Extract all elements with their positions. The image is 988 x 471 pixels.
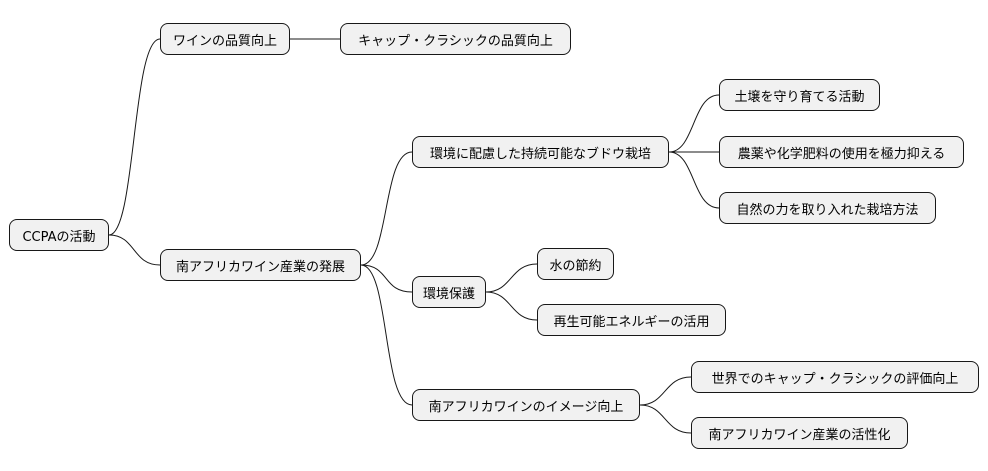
sub-image-improvement: 南アフリカワインのイメージ向上 [412, 389, 640, 421]
sub-sustainable-grapes-label: 環境に配慮した持続可能なブドウ栽培 [429, 146, 651, 162]
link-environment-to-energy [485, 291, 538, 321]
branch-industry-development: 南アフリカワイン産業の発展 [160, 249, 361, 281]
leaf-water-saving: 水の節約 [537, 248, 614, 280]
leaf-renewable-energy: 再生可能エネルギーの活用 [537, 304, 726, 336]
sub-sustainable-grapes: 環境に配慮した持続可能なブドウ栽培 [412, 136, 669, 168]
leaf-cape-classics-quality-label: キャップ・クラシックの品質向上 [358, 33, 553, 49]
leaf-industry-revitalization-label: 南アフリカワイン産業の活性化 [708, 427, 891, 443]
link-environment-to-water [485, 263, 538, 293]
link-sustainable-to-soil [668, 94, 720, 153]
leaf-cape-classics-quality: キャップ・クラシックの品質向上 [340, 23, 571, 55]
branch-wine-quality: ワインの品質向上 [160, 23, 290, 55]
root-node: CCPAの活動 [9, 219, 109, 251]
link-image-to-global [639, 376, 692, 406]
leaf-global-reputation: 世界でのキャップ・クラシックの評価向上 [691, 361, 979, 393]
leaf-natural-methods: 自然の力を取り入れた栽培方法 [719, 192, 936, 224]
link-sustainable-to-natural [668, 151, 720, 209]
branch-wine-quality-label: ワインの品質向上 [172, 33, 277, 49]
sub-image-improvement-label: 南アフリカワインのイメージ向上 [428, 399, 624, 415]
leaf-soil-care: 土壌を守り育てる活動 [719, 79, 880, 111]
link-root-to-industry-development [108, 234, 161, 266]
root-label: CCPAの活動 [22, 229, 96, 245]
link-root-to-wine-quality [108, 38, 161, 236]
leaf-soil-care-label: 土壌を守り育てる活動 [734, 89, 865, 105]
link-industry-to-sustainable [360, 151, 413, 266]
leaf-minimize-chemicals: 農薬や化学肥料の使用を極力抑える [719, 136, 964, 168]
leaf-industry-revitalization: 南アフリカワイン産業の活性化 [691, 417, 908, 449]
link-industry-to-image [360, 264, 413, 406]
leaf-natural-methods-label: 自然の力を取り入れた栽培方法 [736, 202, 919, 218]
leaf-global-reputation-label: 世界でのキャップ・クラシックの評価向上 [711, 371, 959, 387]
link-image-to-revitalization [639, 404, 692, 434]
branch-industry-development-label: 南アフリカワイン産業の発展 [175, 259, 345, 275]
leaf-water-saving-label: 水の節約 [549, 258, 602, 274]
leaf-renewable-energy-label: 再生可能エネルギーの活用 [553, 314, 710, 330]
leaf-minimize-chemicals-label: 農薬や化学肥料の使用を極力抑える [737, 146, 946, 162]
sub-environment-protection-label: 環境保護 [422, 286, 475, 302]
sub-environment-protection: 環境保護 [412, 276, 486, 308]
link-industry-to-environment [360, 264, 413, 293]
